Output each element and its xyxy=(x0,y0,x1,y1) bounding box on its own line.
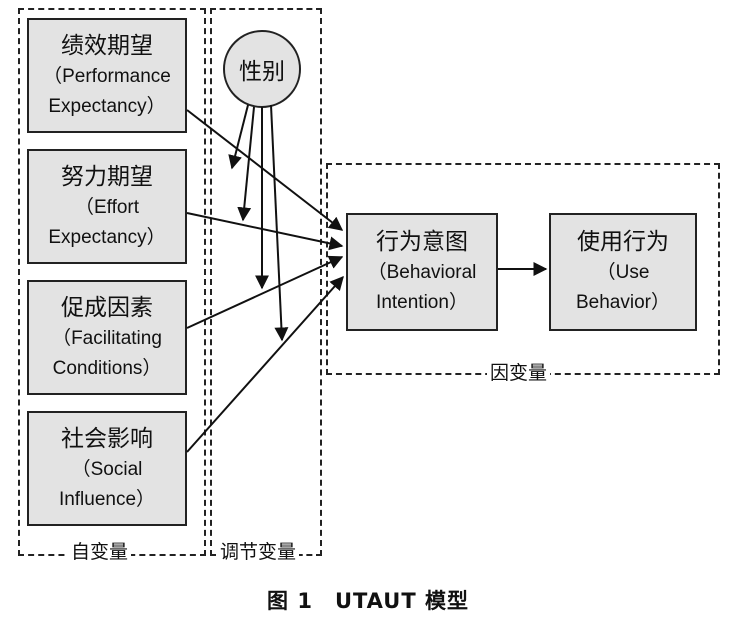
gender-arrow-1 xyxy=(228,104,249,170)
social-to-intention-arrow xyxy=(186,275,344,453)
facilitating-conditions-en-line2: Conditions） xyxy=(52,357,162,379)
performance-expectancy-box: 绩效期望 （Performance Expectancy） xyxy=(27,18,187,133)
performance-expectancy-en-line1: （Performance xyxy=(43,65,171,87)
social-influence-en-line2: Influence） xyxy=(58,488,156,510)
facilitating-conditions-zh: 促成因素 xyxy=(61,294,153,321)
moderator-label: 调节变量 xyxy=(217,541,300,563)
social-influence-zh: 社会影响 xyxy=(61,425,153,452)
effort-expectancy-zh: 努力期望 xyxy=(61,163,153,190)
use-behavior-en-line2: Behavior） xyxy=(576,292,670,313)
social-influence-en-line1: （Social xyxy=(71,458,143,480)
effort-to-intention-arrow xyxy=(186,212,344,251)
effort-expectancy-en-line2: Expectancy） xyxy=(48,226,166,248)
performance-expectancy-zh: 绩效期望 xyxy=(61,32,153,59)
effort-expectancy-box: 努力期望 （Effort Expectancy） xyxy=(27,149,187,264)
facilitating-to-intention-arrow xyxy=(186,255,344,329)
facilitating-conditions-box: 促成因素 （Facilitating Conditions） xyxy=(27,280,187,395)
behavioral-intention-box: 行为意图 （Behavioral Intention） xyxy=(346,213,498,331)
gender-arrow-2 xyxy=(237,106,255,222)
behavioral-intention-en-line1: （Behavioral xyxy=(367,262,477,283)
facilitating-conditions-en-line1: （Facilitating xyxy=(52,327,162,349)
dependent-variables-label: 因变量 xyxy=(487,362,551,384)
behavioral-intention-en-line2: Intention） xyxy=(376,292,468,313)
gender-arrow-4 xyxy=(270,104,289,342)
performance-to-intention-arrow xyxy=(186,109,344,231)
effort-expectancy-en-line1: （Effort xyxy=(74,196,140,218)
use-behavior-box: 使用行为 （Use Behavior） xyxy=(549,213,697,331)
behavioral-intention-zh: 行为意图 xyxy=(376,229,468,255)
use-behavior-en-line1: （Use xyxy=(596,262,650,283)
figure-caption: 图 1 UTAUT 模型 xyxy=(267,589,469,613)
gender-label: 性别 xyxy=(239,59,285,85)
performance-expectancy-en-line2: Expectancy） xyxy=(48,95,166,117)
social-influence-box: 社会影响 （Social Influence） xyxy=(27,411,187,526)
use-behavior-zh: 使用行为 xyxy=(577,229,669,255)
independent-variables-label: 自变量 xyxy=(68,541,132,563)
gender-moderator-circle: 性别 xyxy=(223,30,301,108)
